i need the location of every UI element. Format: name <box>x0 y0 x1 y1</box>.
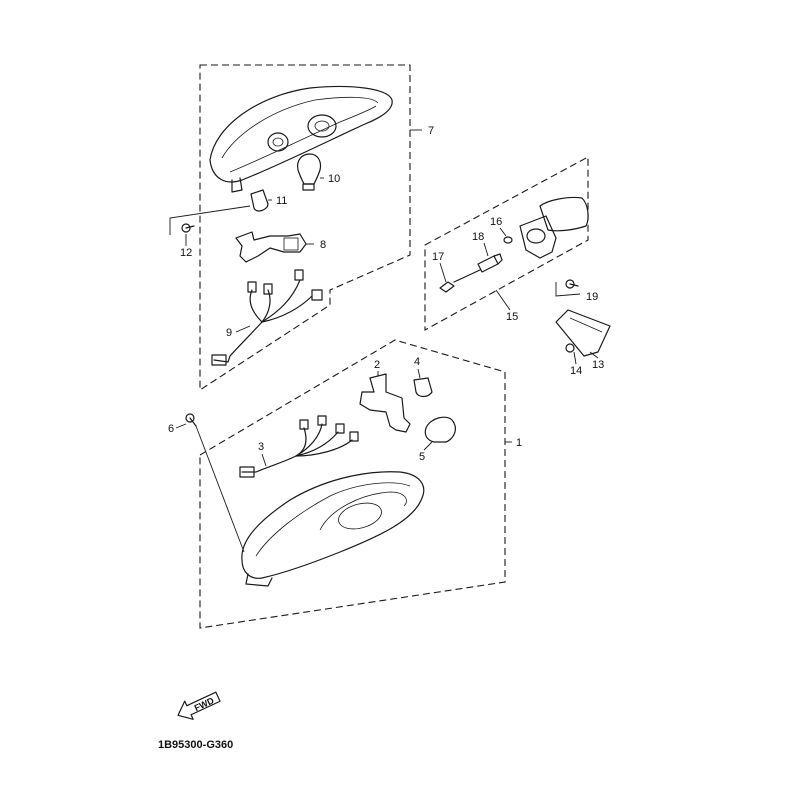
callout-4: 4 <box>414 356 420 368</box>
callout-5: 5 <box>419 451 425 463</box>
bracket-2 <box>359 373 411 433</box>
callout-18: 18 <box>472 231 484 243</box>
bulb-16 <box>503 236 513 244</box>
screw-12 <box>169 205 251 235</box>
callout-15: 15 <box>506 311 518 323</box>
group-box-15 <box>424 156 589 331</box>
callout-8: 8 <box>320 239 326 251</box>
lens-housing-upper <box>209 85 393 193</box>
callout-3: 3 <box>258 441 264 453</box>
callout-1: 1 <box>516 437 522 449</box>
callout-6: 6 <box>168 423 174 435</box>
callout-13: 13 <box>592 359 604 371</box>
license-lamp-housing <box>519 196 589 259</box>
wire-harness-3 <box>239 415 359 478</box>
lamp-housing-lower <box>241 471 425 587</box>
diagram-code: 1B95300-G360 <box>158 739 233 751</box>
callout-9: 9 <box>226 327 232 339</box>
bulb-5 <box>424 416 456 443</box>
callout-19: 19 <box>586 291 598 303</box>
screw-19 <box>555 279 581 297</box>
callout-11: 11 <box>276 195 287 207</box>
callout-14: 14 <box>570 365 582 377</box>
wire-17 <box>439 269 481 293</box>
callout-7: 7 <box>428 125 434 137</box>
callout-2: 2 <box>374 359 380 371</box>
group-box-7 <box>199 64 411 392</box>
bulb-4 <box>413 377 433 398</box>
bulb-10 <box>297 153 322 191</box>
callout-17: 17 <box>432 251 444 263</box>
nut-14 <box>565 343 575 353</box>
reflector-13 <box>555 309 611 357</box>
callout-16: 16 <box>490 216 502 228</box>
callout-10: 10 <box>328 173 340 185</box>
group-box-1 <box>199 339 506 629</box>
fwd-label: FWD <box>193 695 216 713</box>
socket-bracket-8 <box>235 231 307 263</box>
callout-12: 12 <box>180 247 192 259</box>
forward-arrow-icon: FWD <box>177 691 221 720</box>
wire-harness-9 <box>211 269 323 366</box>
bulb-11 <box>250 189 269 212</box>
screw-6 <box>185 413 245 553</box>
socket-18 <box>477 253 503 273</box>
